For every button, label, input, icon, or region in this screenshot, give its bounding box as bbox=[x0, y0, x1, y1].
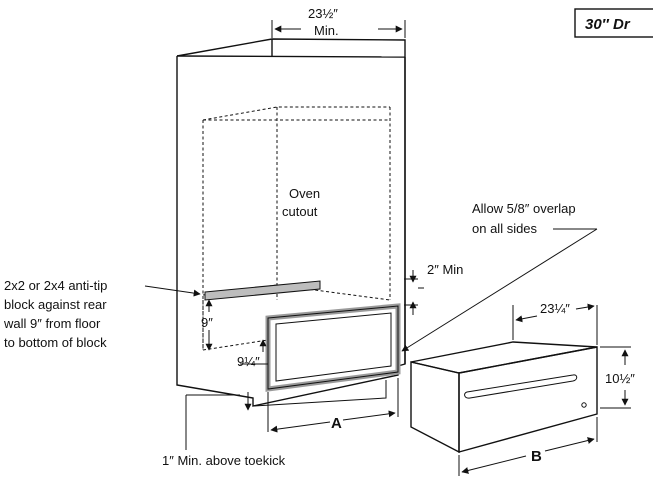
drawer-height-label: 10½″ bbox=[605, 371, 635, 386]
toekick-note: 1″ Min. above toekick bbox=[162, 453, 286, 468]
block-height-label: 9″ bbox=[201, 315, 213, 330]
dimension-drawer-depth bbox=[512, 303, 598, 345]
cabinet-width-value: 23½″ bbox=[308, 6, 338, 21]
dimension-a bbox=[267, 378, 399, 433]
dimension-cutout-bottom bbox=[240, 339, 268, 411]
dimension-clearance-top bbox=[404, 270, 424, 315]
anti-tip-note-line4: to bottom of block bbox=[4, 335, 107, 350]
anti-tip-note-line1: 2x2 or 2x4 anti-tip bbox=[4, 278, 107, 293]
dimension-cabinet-width bbox=[271, 20, 406, 38]
drawer-opening bbox=[265, 303, 401, 392]
clearance-top-label: 2″ Min bbox=[427, 262, 463, 277]
drawer-depth-label: 23¼″ bbox=[540, 301, 570, 316]
dimension-drawer-height bbox=[600, 346, 631, 409]
dimension-b bbox=[458, 417, 598, 476]
overlap-note-line2: on all sides bbox=[472, 221, 538, 236]
title-text: 30″ Dr bbox=[585, 16, 631, 33]
title-box: 30″ Dr bbox=[574, 8, 653, 38]
oven-cutout-label-line1: Oven bbox=[289, 186, 320, 201]
warming-drawer bbox=[410, 341, 598, 454]
oven-cutout-label-line2: cutout bbox=[282, 204, 318, 219]
overlap-note-line1: Allow 5/8″ overlap bbox=[472, 201, 576, 216]
toekick-leader bbox=[185, 394, 240, 450]
anti-tip-arrow bbox=[144, 285, 201, 297]
cabinet bbox=[176, 38, 406, 407]
cutout-bottom-label: 9¼″ bbox=[237, 354, 260, 369]
overlap-arrow bbox=[401, 228, 598, 352]
dimension-a-label: A bbox=[331, 415, 342, 432]
cabinet-width-qualifier: Min. bbox=[314, 23, 339, 38]
dimension-b-label: B bbox=[531, 448, 542, 465]
anti-tip-note-line3: wall 9″ from floor bbox=[3, 316, 101, 331]
anti-tip-block bbox=[204, 280, 321, 301]
anti-tip-note-line2: block against rear bbox=[4, 297, 107, 312]
